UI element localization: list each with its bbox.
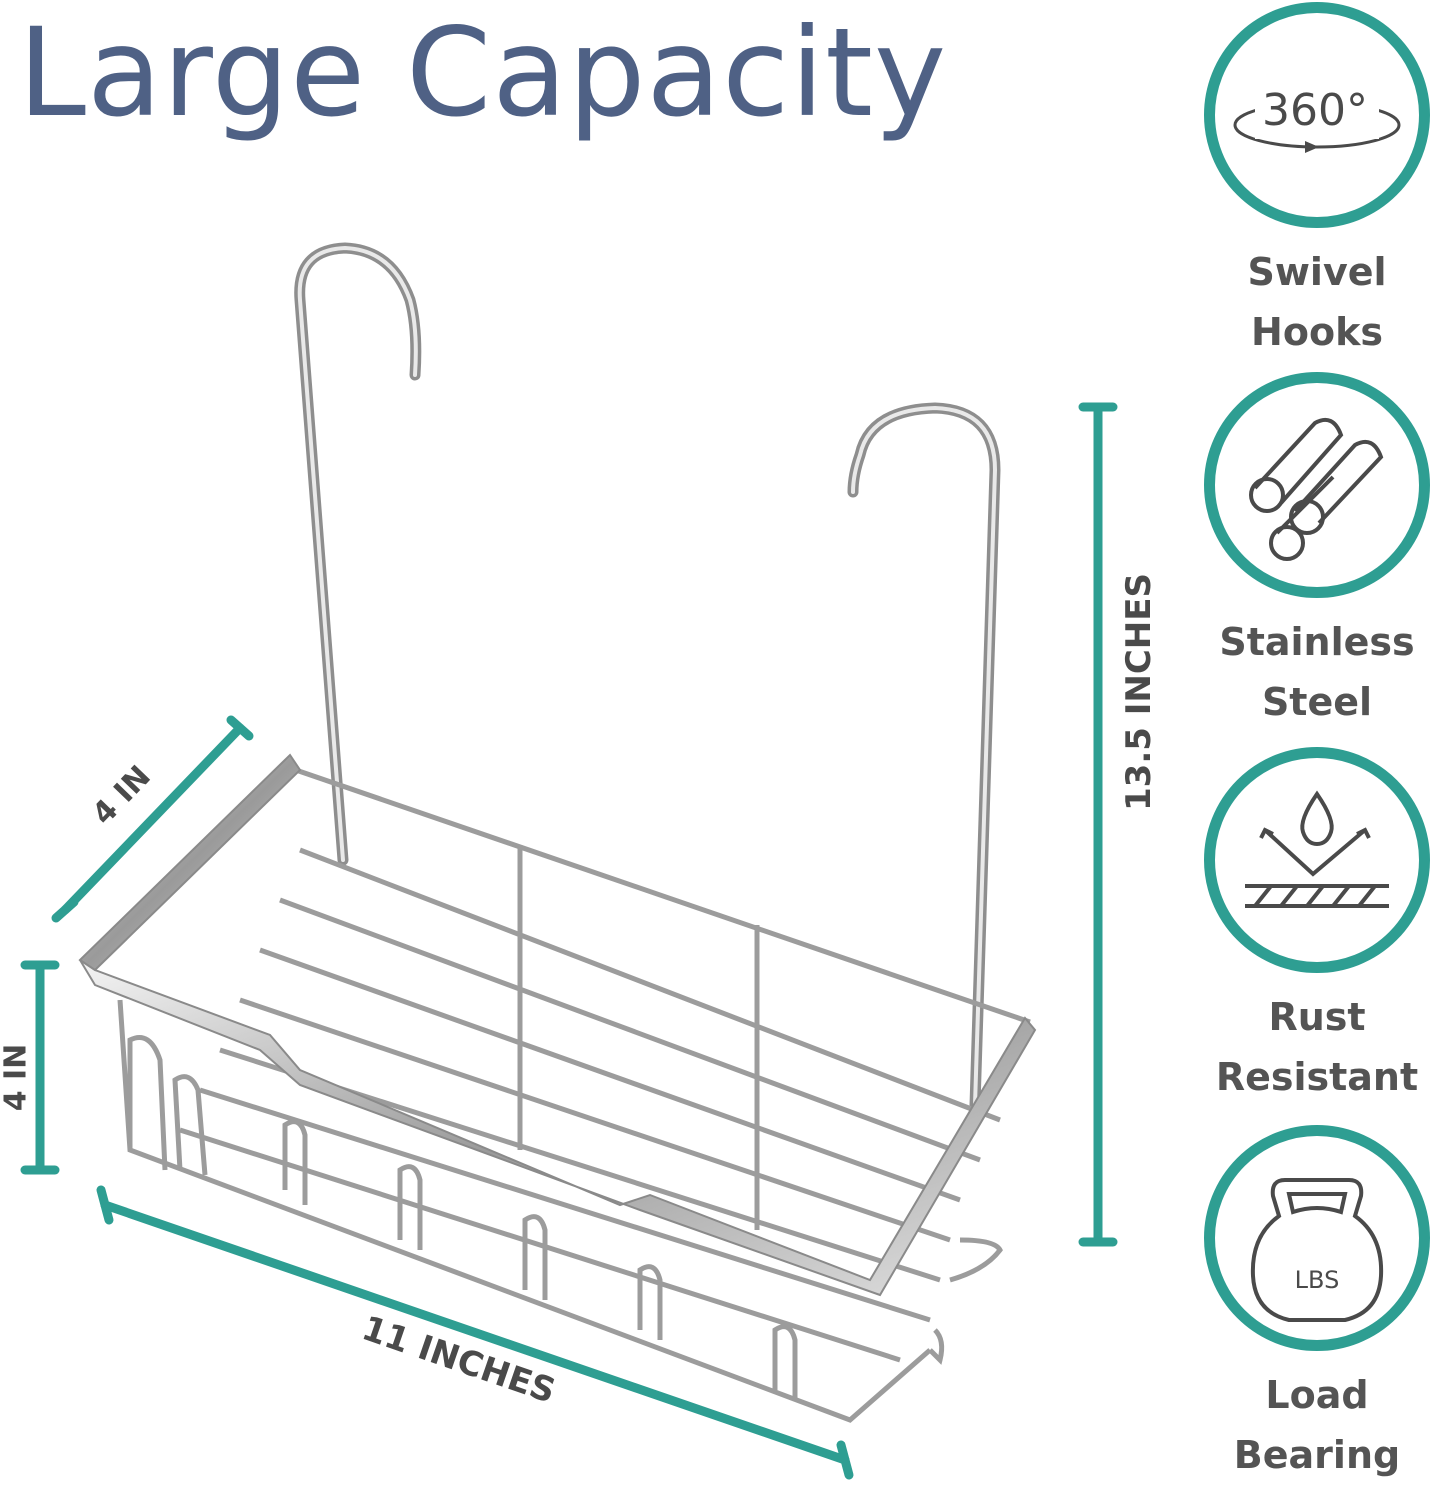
feature-label-line1: Rust bbox=[1268, 995, 1366, 1039]
feature-icon-ring: 360° bbox=[1204, 2, 1430, 228]
kettlebell-icon: LBS bbox=[1250, 1178, 1384, 1322]
feature-label-line1: Swivel bbox=[1247, 250, 1387, 294]
basket-front-band bbox=[78, 753, 1037, 1297]
hanging-hooks bbox=[294, 242, 1001, 1111]
feature-stainless-steel: Stainless Steel bbox=[1192, 372, 1437, 732]
feature-label-line1: Stainless bbox=[1219, 620, 1415, 664]
feature-icon-ring: LBS bbox=[1204, 1125, 1430, 1351]
feature-swivel-hooks: 360° Swivel Hooks bbox=[1192, 2, 1437, 362]
feature-label-line1: Load bbox=[1265, 1373, 1369, 1417]
shower-basket bbox=[93, 758, 1033, 1423]
page-title: Large Capacity bbox=[18, 2, 948, 144]
total-height-dimension-label: 13.5 INCHES bbox=[1118, 573, 1159, 811]
feature-rust-resistant: Rust Resistant bbox=[1192, 747, 1437, 1107]
feature-label-line2: Hooks bbox=[1251, 310, 1383, 354]
water-repel-icon bbox=[1245, 790, 1389, 908]
swivel-360-icon: 360° bbox=[1233, 83, 1401, 153]
feature-label-line2: Bearing bbox=[1233, 1433, 1401, 1477]
steel-tubes-icon bbox=[1249, 418, 1384, 561]
feature-icon-ring bbox=[1204, 747, 1430, 973]
dimension-lines bbox=[20, 402, 1118, 1480]
basket-height-dimension-label: 4 IN bbox=[0, 1043, 34, 1112]
feature-label-line2: Steel bbox=[1261, 680, 1373, 724]
icon-text-360: 360° bbox=[1262, 85, 1368, 136]
feature-load-bearing: LBS Load Bearing bbox=[1192, 1125, 1437, 1485]
feature-label-line2: Resistant bbox=[1215, 1055, 1419, 1099]
icon-text-lbs: LBS bbox=[1295, 1266, 1340, 1294]
feature-icon-ring bbox=[1204, 372, 1430, 598]
